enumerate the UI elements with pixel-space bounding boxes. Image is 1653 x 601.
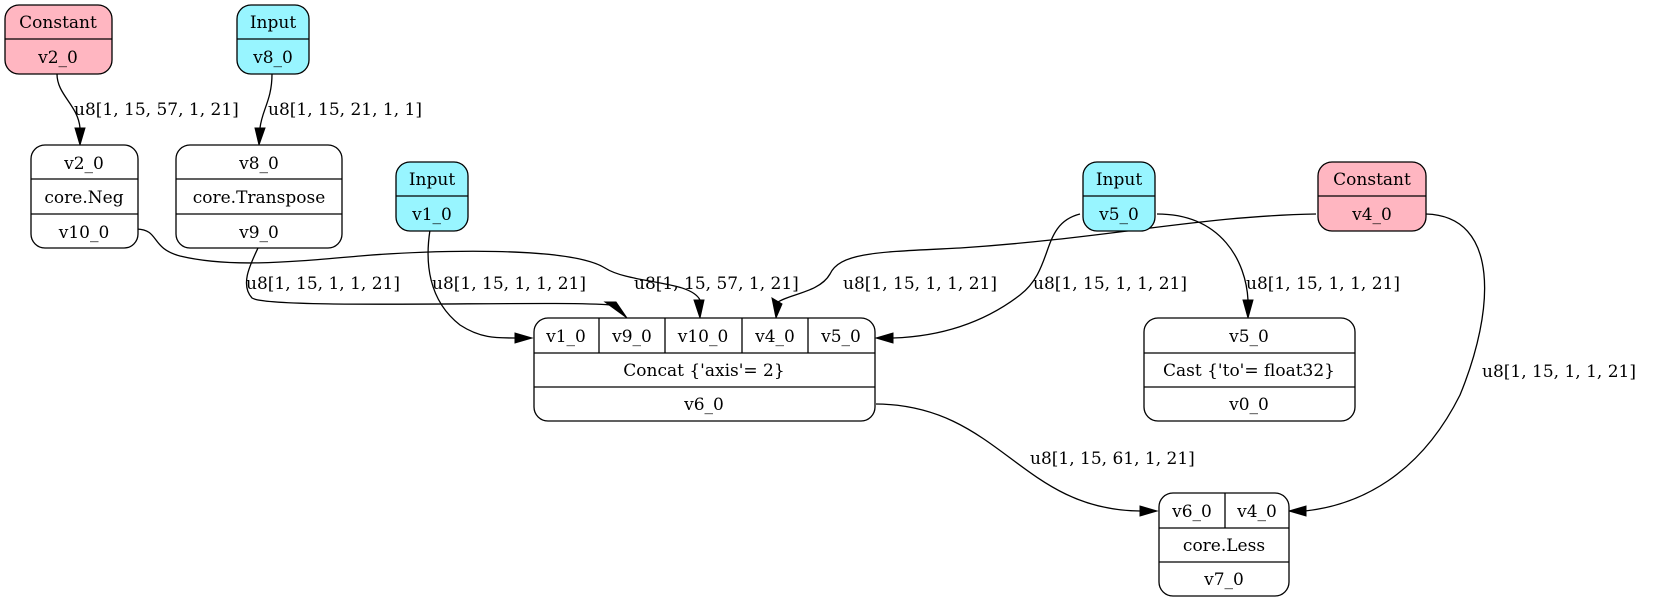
arrowhead [1139, 505, 1159, 517]
edge-label-concat-to-less: u8[1, 15, 61, 1, 21] [1030, 449, 1195, 469]
port-label-v4: v4_0 [754, 327, 795, 347]
node-input-label: v5_0 [1228, 327, 1269, 347]
node-box [30, 144, 139, 249]
arrowhead [693, 299, 705, 320]
edge-concat-to-less [875, 403, 1141, 512]
node-type-label: Input [409, 170, 455, 190]
arrowhead [74, 127, 86, 147]
node-name-label: v8_0 [252, 48, 293, 68]
node-box [1143, 317, 1356, 422]
node-box [175, 144, 343, 249]
edge-label-v5-to-cast: u8[1, 15, 1, 1, 21] [1246, 274, 1400, 294]
edge-label-v4-to-less: u8[1, 15, 1, 1, 21] [1482, 362, 1636, 382]
port-label-v4: v4_0 [1236, 502, 1277, 522]
node-name-label: v2_0 [37, 48, 78, 68]
transpose-node[interactable]: v8_0 core.Transpose v9_0 [175, 144, 343, 249]
port-label-v1: v1_0 [545, 327, 586, 347]
node-op-label: core.Less [1183, 536, 1265, 556]
edge-v4-to-less [1304, 213, 1486, 512]
edge-transpose-to-concat [245, 247, 611, 306]
node-output-label: v9_0 [238, 223, 279, 243]
node-type-label: Constant [1333, 170, 1411, 190]
edge-label-v4-to-concat: u8[1, 15, 1, 1, 21] [843, 274, 997, 294]
edge-label-v1-to-concat: u8[1, 15, 1, 1, 21] [432, 274, 586, 294]
arrowhead [1287, 505, 1307, 517]
port-label-v9: v9_0 [611, 327, 652, 347]
arrowhead [603, 301, 628, 319]
input-node-v1[interactable]: Input v1_0 [395, 161, 469, 232]
edge-neg-to-concat [136, 228, 701, 301]
port-label-v6: v6_0 [1171, 502, 1212, 522]
input-node-v8[interactable]: Input v8_0 [236, 4, 310, 75]
edges: u8[1, 15, 57, 1, 21] u8[1, 15, 21, 1, 1]… [56, 73, 1636, 517]
node-op-label: Concat {'axis'= 2} [623, 361, 784, 381]
neg-node[interactable]: v2_0 core.Neg v10_0 [30, 144, 139, 249]
node-output-label: v10_0 [58, 223, 110, 243]
node-box [1158, 492, 1290, 597]
node-op-label: core.Transpose [193, 188, 326, 208]
edge-label-v2-to-neg: u8[1, 15, 57, 1, 21] [74, 100, 239, 120]
edge-label-transpose-to-concat: u8[1, 15, 1, 1, 21] [246, 274, 400, 294]
cast-node[interactable]: v5_0 Cast {'to'= float32} v0_0 [1143, 317, 1356, 422]
edge-v2-to-neg [56, 73, 81, 129]
port-label-v10: v10_0 [677, 327, 729, 347]
node-output-label: v7_0 [1203, 570, 1244, 590]
edge-v1-to-concat [427, 229, 516, 339]
node-input-label: v2_0 [63, 154, 104, 174]
node-input-label: v8_0 [238, 154, 279, 174]
edge-v5-to-concat [892, 213, 1081, 339]
concat-node[interactable]: v1_0 v9_0 v10_0 v4_0 v5_0 Concat {'axis'… [533, 317, 876, 422]
node-name-label: v4_0 [1351, 205, 1392, 225]
edge-label-neg-to-concat: u8[1, 15, 57, 1, 21] [634, 274, 799, 294]
arrowhead [254, 127, 266, 147]
constant-node-v2[interactable]: Constant v2_0 [4, 4, 113, 75]
node-box [533, 317, 876, 422]
arrowhead [874, 332, 894, 344]
input-node-v5[interactable]: Input v5_0 [1082, 161, 1156, 232]
node-output-label: v0_0 [1228, 395, 1269, 415]
node-op-label: Cast {'to'= float32} [1163, 361, 1335, 381]
arrowhead [1242, 299, 1254, 320]
edge-v4-to-concat [777, 213, 1317, 303]
constant-node-v4[interactable]: Constant v4_0 [1317, 161, 1427, 232]
node-name-label: v1_0 [411, 205, 452, 225]
node-name-label: v5_0 [1098, 205, 1139, 225]
edge-label-v5-to-concat: u8[1, 15, 1, 1, 21] [1033, 274, 1187, 294]
node-type-label: Input [1096, 170, 1142, 190]
node-type-label: Constant [19, 13, 97, 33]
node-op-label: core.Neg [44, 188, 123, 208]
arrowhead [771, 296, 783, 320]
node-output-label: v6_0 [683, 395, 724, 415]
edge-label-v8-to-transpose: u8[1, 15, 21, 1, 1] [268, 100, 422, 120]
arrowhead [514, 332, 534, 344]
port-label-v5: v5_0 [820, 327, 861, 347]
edge-v5-to-cast [1156, 213, 1249, 301]
edge-v8-to-transpose [259, 73, 273, 129]
node-type-label: Input [250, 13, 296, 33]
less-node[interactable]: v6_0 v4_0 core.Less v7_0 [1158, 492, 1290, 597]
